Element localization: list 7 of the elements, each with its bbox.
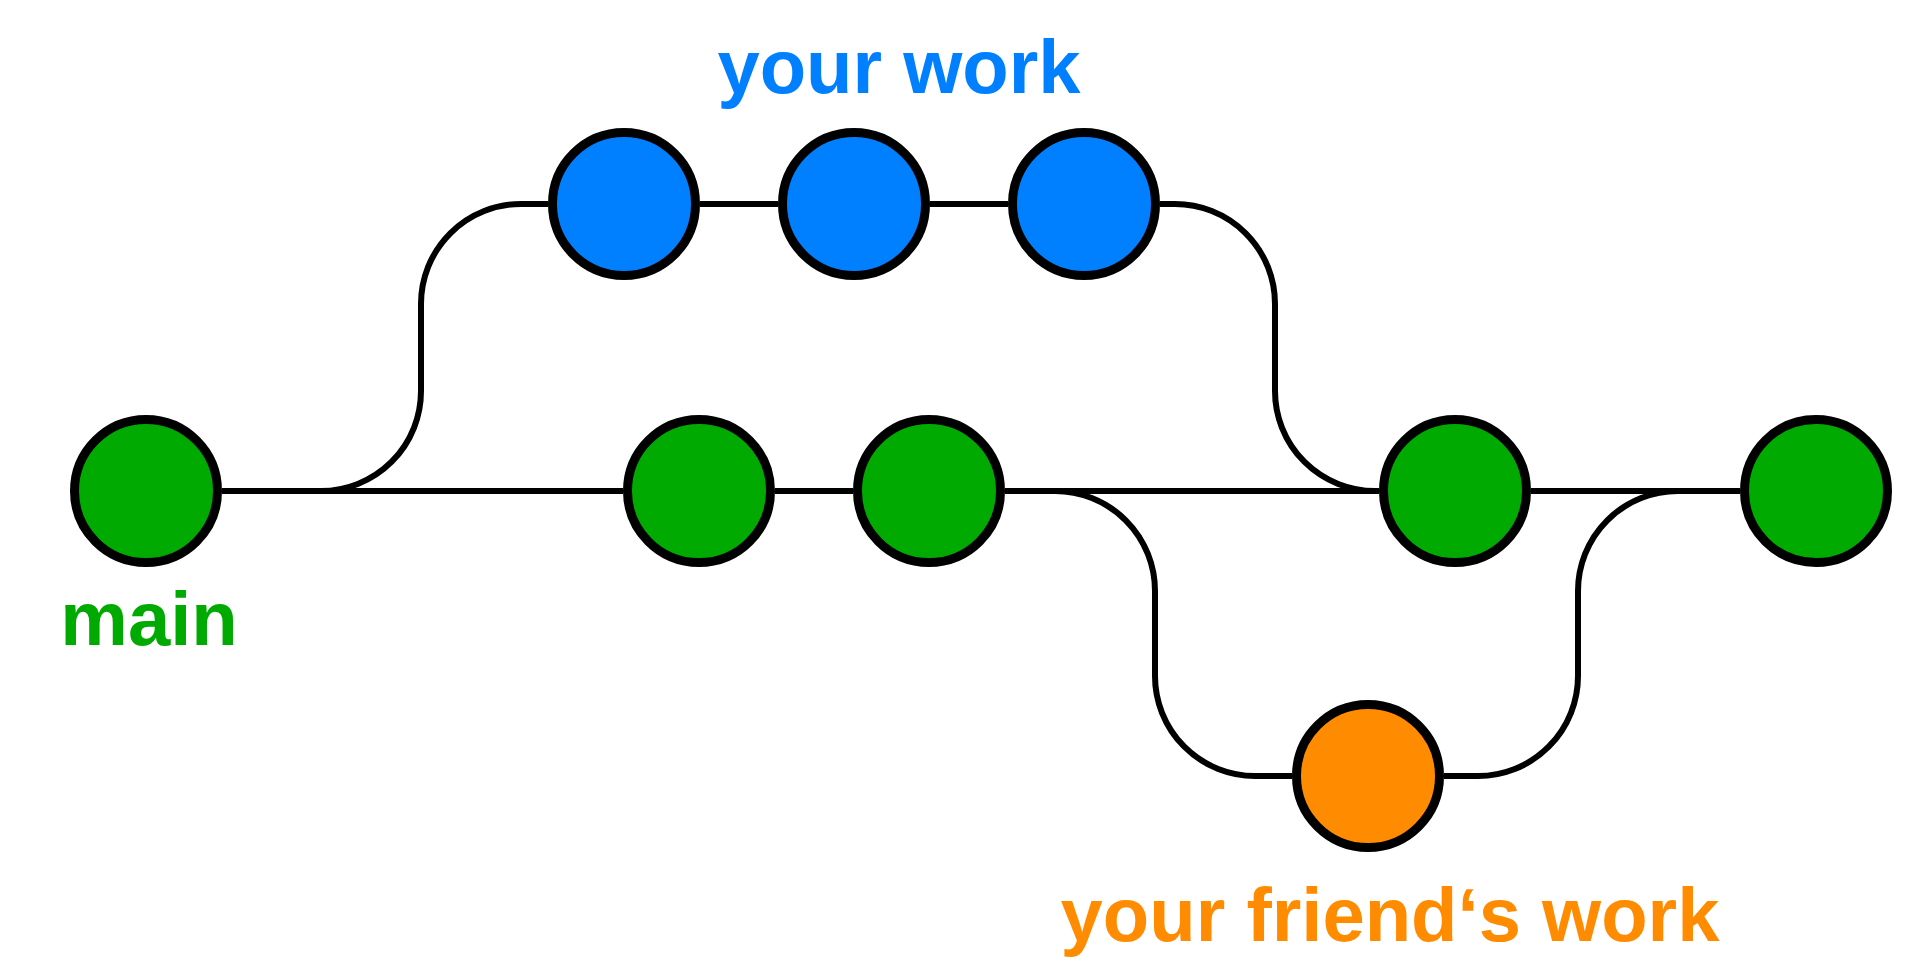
branch-line [700, 201, 778, 207]
branch-line [1531, 488, 1740, 494]
branch-label: main [60, 581, 238, 657]
branch-line [775, 488, 853, 494]
branch-line [930, 201, 1008, 207]
branch-line [1005, 488, 1292, 779]
branch-line [222, 488, 623, 494]
